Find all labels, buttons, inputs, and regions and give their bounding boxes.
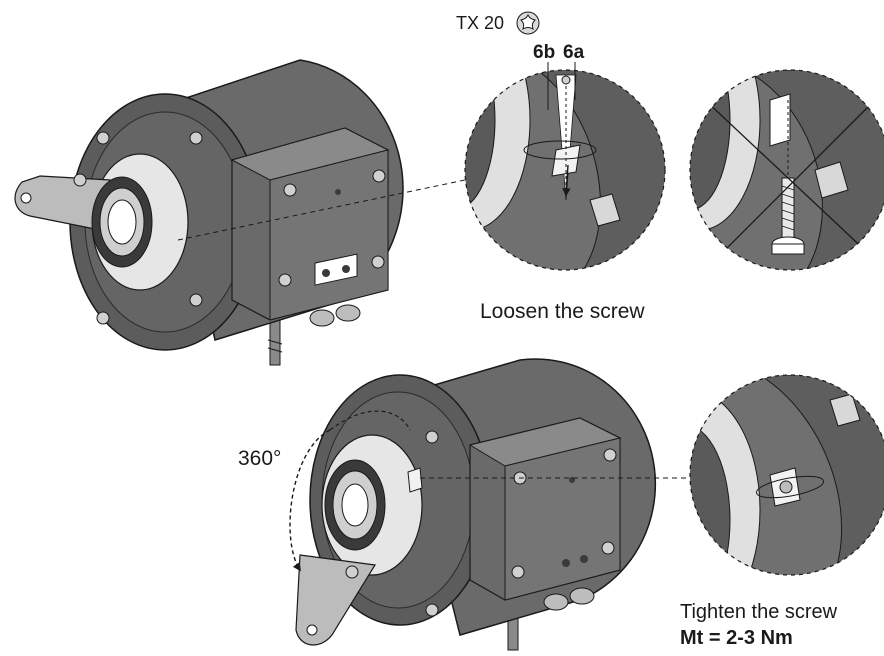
cross-out-icon bbox=[704, 94, 881, 261]
removed-screw bbox=[771, 177, 805, 255]
torx-star-icon bbox=[516, 11, 540, 35]
loosen-caption: Loosen the screw bbox=[480, 300, 645, 323]
zoom-detail-tighten bbox=[689, 374, 884, 576]
rotation-angle-label: 360° bbox=[238, 447, 282, 470]
torque-spec: Mt = 2-3 Nm bbox=[680, 627, 793, 649]
encoder-bottom bbox=[289, 358, 657, 651]
encoder-top bbox=[14, 59, 404, 366]
leader-line-top bbox=[177, 179, 466, 241]
connector-box-top bbox=[230, 127, 390, 327]
tighten-rotation-icon bbox=[755, 475, 825, 499]
torx-size-label: TX 20 bbox=[456, 13, 505, 33]
screw-6a-label: 6a bbox=[563, 42, 585, 63]
zoom-detail-screw-removed bbox=[689, 69, 884, 271]
front-screws-top bbox=[96, 131, 203, 325]
rotation-arrow-icon bbox=[523, 140, 597, 160]
connector-box-bottom bbox=[468, 417, 622, 611]
loosen-direction-arrow bbox=[562, 164, 571, 197]
tighten-caption: Tighten the screw bbox=[680, 601, 838, 623]
rotation-360-arrow bbox=[289, 429, 331, 572]
screw-6b-label: 6b bbox=[533, 42, 556, 63]
